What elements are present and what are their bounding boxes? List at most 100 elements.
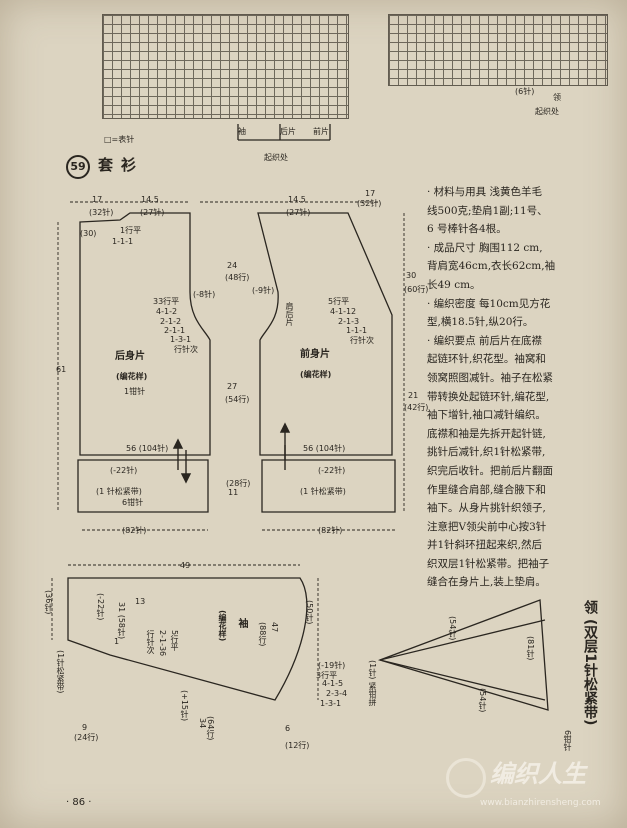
watermark-logo-icon (446, 758, 486, 798)
note-line: 6 号棒针各4根。 (427, 223, 507, 236)
stitch-chart-right (388, 14, 608, 86)
chart-label-front: 前片 (313, 127, 329, 136)
sleeve-stitch: (编花样) (218, 610, 227, 642)
front-neck-width: 14.5 (288, 195, 306, 204)
sleeve-width: 31 (58针) (117, 602, 126, 640)
front-rib (261, 459, 396, 513)
page-number: · 86 · (66, 797, 92, 808)
front-piece-stitch: (编花样) (300, 370, 332, 379)
note-line: 带转换处起链环针,编花型, (427, 390, 550, 403)
watermark-url: www.bianzhirensheng.com (480, 798, 601, 808)
front-rows: (60行) (404, 285, 429, 294)
back-shaping-3: 2-1-2 (160, 317, 182, 326)
sleeve-top-dim: 6 (285, 724, 291, 733)
front-shoulder-stitches: (32针) (357, 199, 382, 208)
collar-left-stitches: (54针) (448, 616, 457, 641)
back-piece-stitch: (编花样) (116, 372, 148, 381)
back-neck-rows-1: 1行平 (120, 226, 142, 235)
back-shaping-4: 2-1-1 (164, 326, 186, 335)
stitch-chart-left (102, 14, 349, 119)
pattern-name: 套衫 (98, 156, 145, 174)
sleeve-cap-height: 47 (270, 622, 279, 633)
back-rib-stitches: (82针) (122, 526, 147, 535)
front-shaping-1: 5行平 (328, 297, 350, 306)
front-armhole-dec: (-9针) (252, 286, 275, 295)
sleeve-dec: (-22针) (96, 593, 105, 621)
back-shoulder-width: 17 (92, 195, 103, 204)
note-line: · 成品尺寸 胸围112 cm, (427, 241, 543, 254)
back-shoulder-stitches: (32针) (89, 208, 114, 217)
back-shaping-2: 4-1-2 (156, 307, 178, 316)
back-piece-count: 1钳针 (124, 387, 146, 396)
back-rib-dec: (-22针) (110, 466, 138, 475)
instructions-text: · 材料与用具 浅黄色羊毛 线500克;垫肩1副;11号、 6 号棒针各4根。 … (427, 183, 587, 592)
sleeve-cuff-stitches: (36针) (44, 590, 53, 615)
back-rib-rows: (28行) (226, 479, 251, 488)
sleeve-cap-3: 2-3-4 (326, 689, 348, 698)
sleeve-cuff-height: 9 (82, 723, 88, 732)
front-neck-stitches: (27针) (286, 208, 311, 217)
front-shaping-3: 2-1-3 (338, 317, 360, 326)
watermark-brand: 编织人生 (490, 760, 586, 788)
sleeve-top-rows: (12行) (285, 741, 310, 750)
back-shaping-6: 行针次 (174, 345, 198, 354)
chart-right-start: 起织处 (535, 107, 559, 116)
back-rib-needle: 6钳针 (122, 498, 144, 507)
height-lines (51, 213, 405, 700)
back-hem-width: 56 (104针) (126, 444, 169, 453)
front-rib-stitches: (82针) (318, 526, 343, 535)
sleeve-dim-13: 13 (135, 597, 146, 606)
front-hem-width: 56 (104针) (303, 444, 346, 453)
note-line: 型,横18.5针,纵20行。 (427, 316, 534, 329)
front-body-rows: (42行) (404, 403, 429, 412)
sleeve-cap-4: 1-3-1 (320, 699, 342, 708)
back-armhole-dec: (-8针) (193, 290, 216, 299)
back-outline (79, 212, 211, 456)
front-shaping-4: 1-1-1 (346, 326, 368, 335)
back-armhole-height: 24 (227, 261, 238, 270)
chart-legend: □=表针 (104, 135, 135, 144)
back-total-length: 61 (56, 365, 67, 374)
pattern-number: 59 (66, 155, 90, 179)
collar-outline (377, 599, 549, 711)
sleeve-shaping-2: 2-1-36 (158, 630, 167, 657)
collar-rib-note: (1针) 紧钳拼 (368, 660, 377, 706)
note-line: 底襟和袖是先拆开起针链, (427, 427, 546, 440)
collar-title: 领 (双层1针松紧带) (582, 600, 598, 726)
note-line: 注意把V领尖前中心按3针 (427, 520, 547, 533)
back-rib (77, 459, 209, 513)
front-shaping-2: 4-1-12 (330, 307, 357, 316)
chart-connector (237, 124, 331, 141)
note-line: · 编织密度 每10cm见方花 (427, 297, 551, 310)
sleeve-underarm-length: 34 (198, 718, 207, 729)
sleeve-top-stitches: (50针) (305, 600, 314, 625)
sleeve-cuff-rows: (24行) (74, 733, 99, 742)
back-body-rows: (54行) (225, 395, 250, 404)
front-outline (257, 212, 393, 456)
back-body-height: 27 (227, 382, 238, 391)
back-shaping-1: 33行平 (153, 297, 180, 306)
sleeve-cuff-type: (1针松紧带) (56, 650, 65, 694)
chart-right-count: (6针) (515, 87, 535, 96)
collar-needle: 6钳针 (563, 730, 572, 752)
front-body-height: 21 (408, 391, 419, 400)
note-line: 线500克;垫肩1副;11号、 (427, 204, 548, 217)
back-neck-width: 14.5 (141, 195, 159, 204)
sleeve-length: 49 (180, 561, 191, 570)
back-armhole-rows: (48行) (225, 273, 250, 282)
note-line: 长49 cm。 (427, 278, 481, 291)
collar-inner (379, 619, 546, 701)
sleeve-outline (67, 577, 308, 701)
sleeve-shaping-1: 5行平 (170, 630, 179, 652)
front-height: 30 (406, 271, 417, 280)
note-line: 袖下增针,袖口减针编织。 (427, 409, 546, 422)
note-line: 并1针斜环扭起来织,然后 (427, 539, 543, 552)
note-line: 领窝照图减针。袖子在松紧 (427, 371, 553, 384)
note-line: · 编织要点 前后片在底襟 (427, 334, 543, 347)
sleeve-dim-1: 1 (114, 637, 120, 646)
note-line: 背肩宽46cm,衣长62cm,袖 (427, 260, 556, 273)
note-line: 起链环针,织花型。袖窝和 (427, 353, 546, 366)
front-shoulder-note: 肩后片 (285, 302, 294, 326)
